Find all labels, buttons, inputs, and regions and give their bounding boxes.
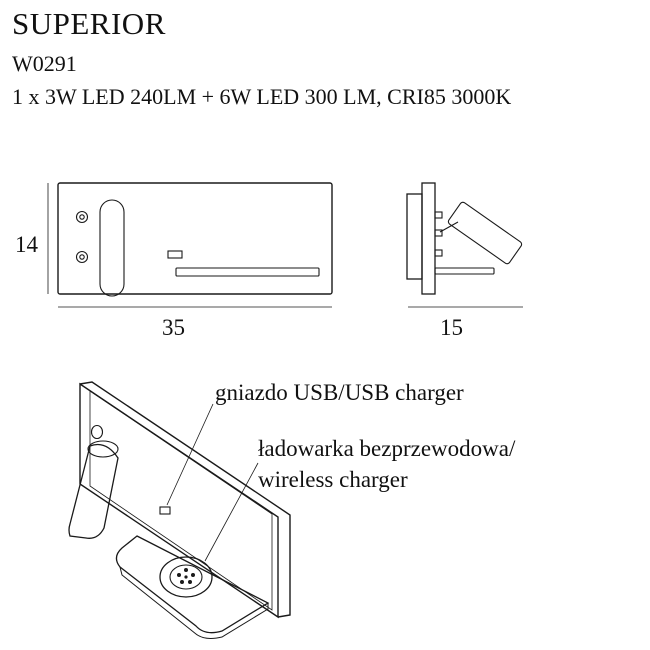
shelf-front [175,267,320,277]
shelf-side [434,267,495,275]
perspective-view [68,381,291,639]
shelf-3d [115,535,270,634]
dimension-depth: 15 [440,315,463,340]
switch-icon-bottom [75,250,89,264]
reading-lamp-arm [99,199,125,297]
wireless-charger-label-line2: wireless charger [258,467,408,492]
front-view [47,182,333,308]
product-title: SUPERIOR [12,6,166,41]
dimension-height: 14 [15,232,38,257]
usb-leader-line [166,403,214,506]
wireless-leader-line [204,462,259,562]
side-view [406,182,523,308]
switch-icon-3d [90,424,104,440]
product-spec: 1 x 3W LED 240LM + 6W LED 300 LM, CRI85 … [12,84,512,109]
wireless-pad-3d [159,556,213,598]
reading-lamp-3d [68,443,119,539]
switch-icon-top [75,210,89,224]
usb-port-icon [167,250,183,259]
wireless-charger-label-line1: ładowarka bezprzewodowa/ [258,436,516,461]
lamp-head-side [447,201,523,265]
usb-port-3d [159,506,171,515]
product-code: W0291 [12,51,77,76]
usb-charger-label: gniazdo USB/USB charger [215,380,464,405]
dimension-width: 35 [162,315,185,340]
